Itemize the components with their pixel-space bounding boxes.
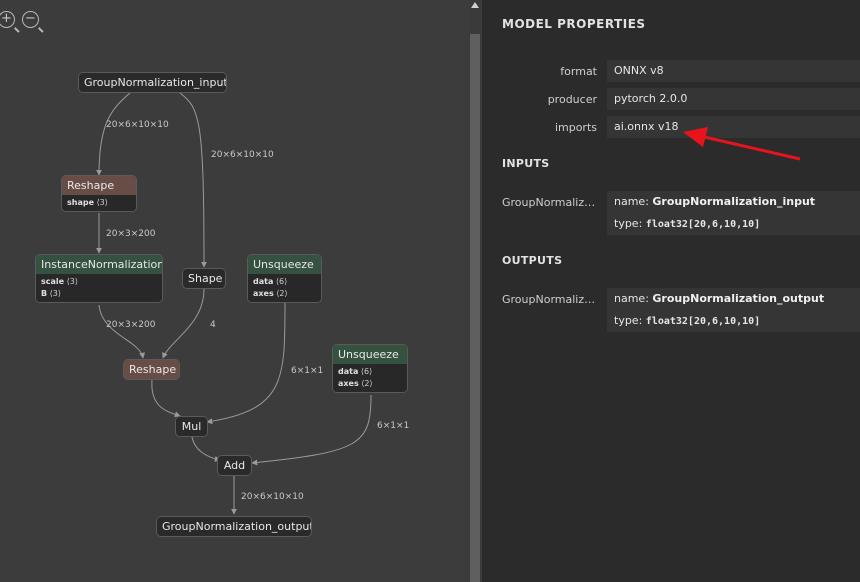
node-title: Unsqueeze (333, 345, 407, 364)
field-key: name: (614, 195, 649, 208)
attr-value: ⟨3⟩ (96, 198, 108, 207)
graph-edges (96, 92, 372, 515)
attr-name: scale (41, 277, 65, 286)
node-groupnorm-output[interactable]: GroupNormalization_output (156, 516, 312, 537)
node-reshape[interactable]: Reshape shape ⟨3⟩ (61, 175, 137, 212)
edge-label: 4 (210, 320, 216, 330)
node-attributes: scale ⟨3⟩ B ⟨3⟩ (36, 274, 162, 302)
output-name-text: GroupNormalization_output (652, 292, 825, 305)
property-value-imports[interactable]: ai.onnx v18 (607, 116, 860, 138)
node-title: Unsqueeze (248, 255, 321, 274)
attr-name: axes (338, 379, 359, 388)
edge-unsq2-add (251, 394, 372, 466)
node-groupnorm-input[interactable]: GroupNormalization_input (78, 72, 227, 93)
property-value-format[interactable]: ONNX v8 (607, 60, 860, 82)
attr-value: ⟨2⟩ (361, 379, 373, 388)
attr-name: axes (253, 289, 274, 298)
edge-label: 20×3×200 (106, 229, 156, 239)
node-title: Shape (183, 269, 225, 288)
node-title: GroupNormalization_output (157, 517, 311, 536)
node-unsqueeze-1[interactable]: Unsqueeze data ⟨6⟩ axes ⟨2⟩ (247, 254, 322, 303)
edge-label: 6×1×1 (291, 366, 324, 376)
graph-canvas[interactable]: + − 20×6×10×10 20×6×10×10 20×3×200 20×3×… (0, 0, 468, 582)
zoom-in-icon[interactable]: + (0, 11, 15, 28)
attr-value: ⟨2⟩ (276, 289, 288, 298)
panel-title: MODEL PROPERTIES (502, 17, 646, 31)
edge-label: 20×6×10×10 (211, 150, 274, 160)
property-label-producer: producer (547, 93, 597, 106)
field-key: name: (614, 292, 649, 305)
node-mul[interactable]: Mul (175, 416, 208, 437)
edge-shape-reshape2 (162, 288, 205, 359)
node-shape[interactable]: Shape (182, 268, 226, 289)
scrollbar-thumb[interactable] (470, 34, 480, 582)
node-title: Add (218, 456, 251, 475)
node-unsqueeze-2[interactable]: Unsqueeze data ⟨6⟩ axes ⟨2⟩ (332, 344, 408, 393)
node-reshape-2[interactable]: Reshape (123, 359, 180, 380)
output-type-text: float32[20,6,10,10] (645, 316, 761, 327)
node-attributes: data ⟨6⟩ axes ⟨2⟩ (333, 364, 407, 392)
edge-label: 20×6×10×10 (106, 120, 169, 130)
node-title: Mul (176, 417, 207, 436)
zoom-out-icon[interactable]: − (22, 11, 39, 28)
output-type-value[interactable]: type: float32[20,6,10,10] (607, 310, 860, 332)
attr-value: ⟨6⟩ (360, 367, 373, 376)
input-type-value[interactable]: type: float32[20,6,10,10] (607, 213, 860, 235)
scroll-up-icon[interactable] (471, 2, 479, 8)
attr-value: ⟨3⟩ (66, 277, 78, 286)
node-title: InstanceNormalization (36, 255, 162, 274)
property-value-producer[interactable]: pytorch 2.0.0 (607, 88, 860, 110)
input-name: GroupNormaliza… (502, 196, 600, 209)
edge-input-reshape (96, 92, 131, 176)
attr-value: ⟨6⟩ (275, 277, 288, 286)
edge-reshape2-mul (151, 379, 181, 418)
input-name-value[interactable]: name: GroupNormalization_input (607, 191, 860, 213)
edge-unsq1-mul (206, 302, 286, 425)
attr-name: data (338, 367, 359, 376)
model-properties-panel: MODEL PROPERTIES format ONNX v8 producer… (482, 0, 860, 582)
node-instance-normalization[interactable]: InstanceNormalization scale ⟨3⟩ B ⟨3⟩ (35, 254, 163, 303)
node-title: Reshape (124, 360, 179, 379)
edge-instnorm-reshape2 (98, 304, 146, 359)
attr-name: data (253, 277, 274, 286)
edge-label: 20×6×10×10 (241, 492, 304, 502)
attr-value: ⟨3⟩ (49, 289, 61, 298)
input-type-text: float32[20,6,10,10] (645, 219, 761, 230)
node-attributes: data ⟨6⟩ axes ⟨2⟩ (248, 274, 321, 302)
edge-input-shape (179, 92, 207, 268)
inputs-section-title: INPUTS (502, 157, 550, 170)
input-name-text: GroupNormalization_input (652, 195, 816, 208)
edge-label: 20×3×200 (106, 320, 156, 330)
property-label-imports: imports (554, 121, 597, 134)
attr-name: shape (67, 198, 95, 207)
node-attributes: shape ⟨3⟩ (62, 195, 136, 211)
output-name: GroupNormaliza… (502, 293, 600, 306)
node-add[interactable]: Add (217, 455, 252, 476)
property-label-format: format (560, 65, 597, 78)
edge-mul-add (191, 436, 221, 462)
attr-name: B (41, 289, 48, 298)
edge-label: 6×1×1 (377, 421, 410, 431)
field-key: type: (614, 217, 643, 230)
output-name-value[interactable]: name: GroupNormalization_output (607, 288, 860, 310)
field-key: type: (614, 314, 643, 327)
node-title: Reshape (62, 176, 136, 195)
node-title: GroupNormalization_input (79, 73, 226, 92)
outputs-section-title: OUTPUTS (502, 254, 563, 267)
